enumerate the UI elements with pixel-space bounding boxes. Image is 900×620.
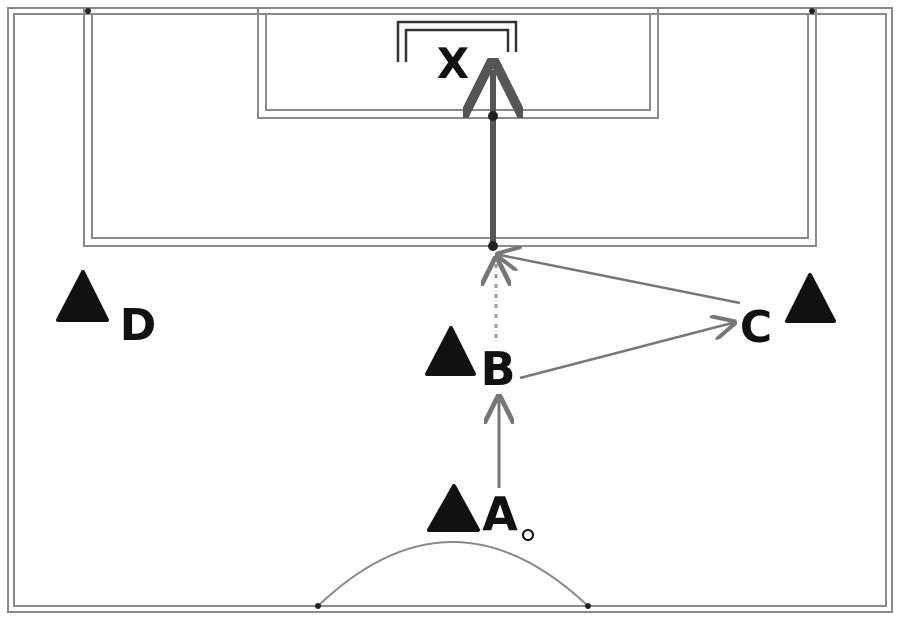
center-circle-arc [317,541,589,607]
player-a-label: A [482,487,518,541]
player-d-label: D [120,300,157,351]
goalkeeper-label: X [437,39,469,88]
field-boundary [7,7,893,613]
penalty-area [83,8,817,247]
line-junction-dots [85,8,815,609]
goal-area [257,8,659,119]
cone-icon [425,326,476,376]
cone-icon [427,484,480,532]
shot-node-bottom [488,241,498,251]
pass-c-to-box [500,255,741,305]
shot-node-top [488,111,498,121]
cone-icon [56,270,109,322]
goal [396,20,518,62]
pass-b-to-c [519,323,732,380]
cone-icon [785,273,836,323]
player-c-label: C [740,302,772,353]
player-b-label: B [480,342,515,396]
